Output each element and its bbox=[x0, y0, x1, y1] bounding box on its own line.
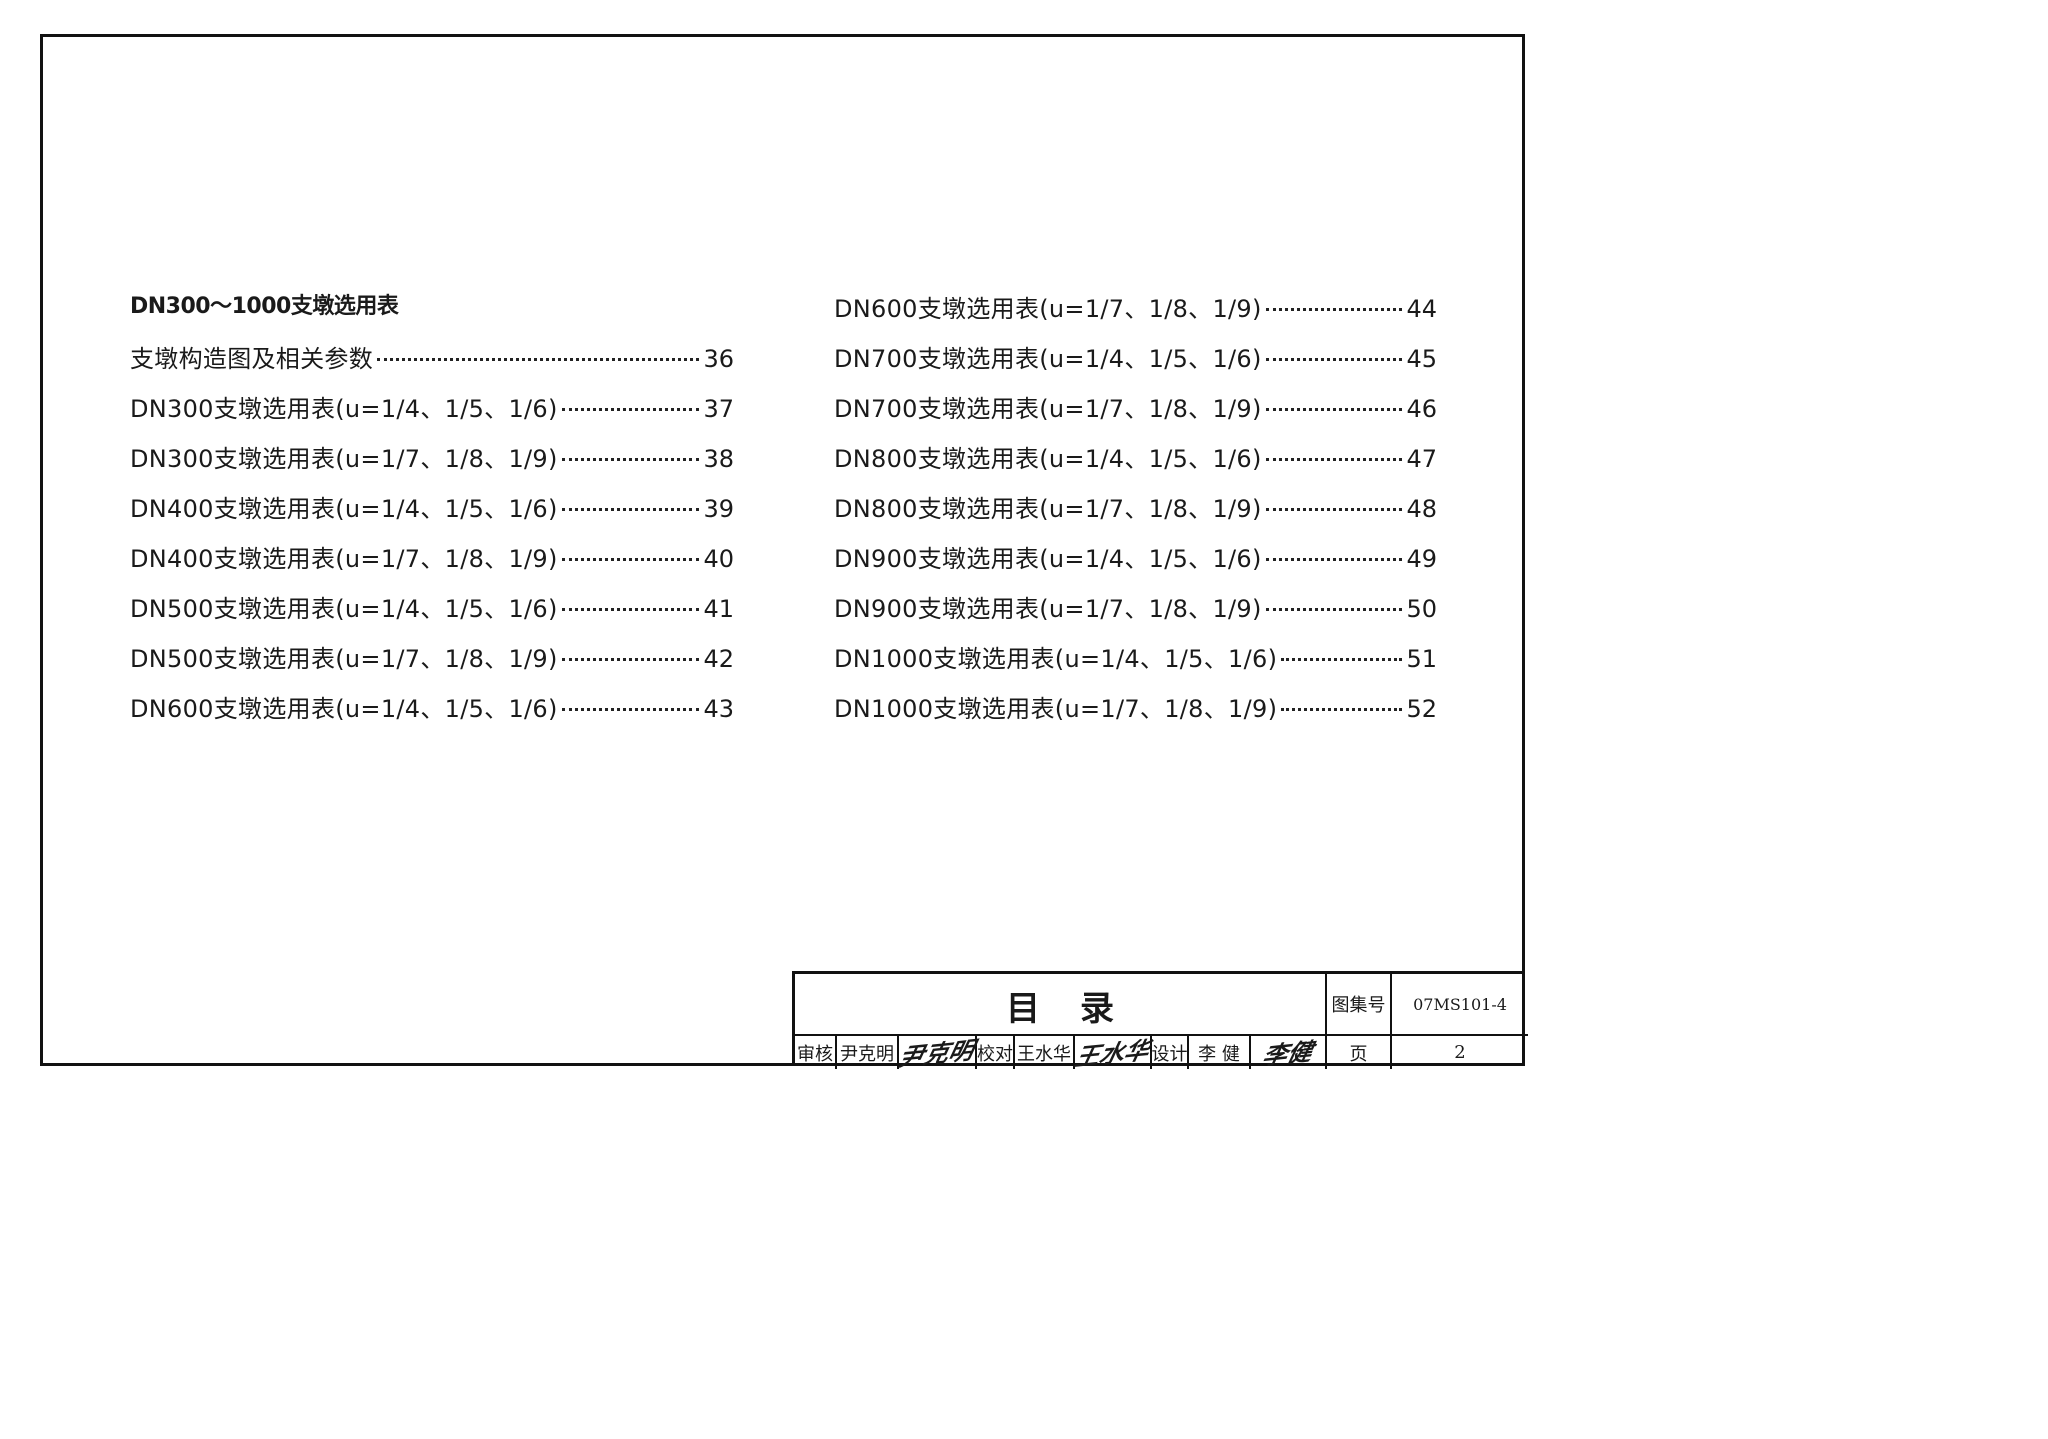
toc-entry-page: 36 bbox=[703, 345, 734, 373]
toc-entry-page: 45 bbox=[1406, 345, 1437, 373]
drawing-frame bbox=[40, 34, 1525, 1066]
title-block-divider bbox=[1073, 1034, 1075, 1069]
toc-entry[interactable]: DN400支墩选用表(u=1/4、1/5、1/6) 39 bbox=[130, 489, 734, 523]
toc-leader-dots bbox=[1265, 308, 1403, 311]
toc-entry[interactable]: DN1000支墩选用表(u=1/4、1/5、1/6) 51 bbox=[834, 639, 1437, 673]
toc-entry[interactable]: DN400支墩选用表(u=1/7、1/8、1/9) 40 bbox=[130, 539, 734, 573]
toc-entry-page: 42 bbox=[703, 645, 734, 673]
toc-entry[interactable]: DN1000支墩选用表(u=1/7、1/8、1/9) 52 bbox=[834, 689, 1437, 723]
page-number: 2 bbox=[1454, 1042, 1466, 1063]
toc-entry-title: DN700支墩选用表(u=1/7、1/8、1/9) bbox=[834, 395, 1262, 423]
toc-entry-title: DN600支墩选用表(u=1/7、1/8、1/9) bbox=[834, 295, 1262, 323]
toc-entry[interactable]: DN600支墩选用表(u=1/7、1/8、1/9) 44 bbox=[834, 289, 1437, 323]
toc-leader-dots bbox=[1265, 458, 1403, 461]
toc-leader-dots bbox=[561, 708, 700, 711]
toc-leader-dots bbox=[1265, 358, 1403, 361]
toc-entry[interactable]: DN600支墩选用表(u=1/4、1/5、1/6) 43 bbox=[130, 689, 734, 723]
page-label: 页 bbox=[1349, 1043, 1368, 1065]
toc-leader-dots bbox=[377, 358, 700, 361]
toc-entry[interactable]: DN800支墩选用表(u=1/7、1/8、1/9) 48 bbox=[834, 489, 1437, 523]
checker-signature: 王水华 bbox=[1071, 1035, 1153, 1072]
title-block-divider bbox=[1390, 974, 1392, 1069]
toc-entry-page: 43 bbox=[703, 695, 734, 723]
toc-entry-page: 50 bbox=[1406, 595, 1437, 623]
toc-entry-page: 38 bbox=[703, 445, 734, 473]
toc-entry-title: DN300支墩选用表(u=1/7、1/8、1/9) bbox=[130, 445, 558, 473]
toc-entry-page: 46 bbox=[1406, 395, 1437, 423]
reviewer-name: 尹克明 bbox=[840, 1043, 894, 1065]
toc-entry-title: DN900支墩选用表(u=1/7、1/8、1/9) bbox=[834, 595, 1262, 623]
check-label: 校对 bbox=[977, 1043, 1013, 1065]
toc-entry-title: DN700支墩选用表(u=1/4、1/5、1/6) bbox=[834, 345, 1262, 373]
toc-entry[interactable]: DN900支墩选用表(u=1/4、1/5、1/6) 49 bbox=[834, 539, 1437, 573]
toc-leader-dots bbox=[561, 608, 700, 611]
toc-leader-dots bbox=[1265, 558, 1403, 561]
toc-leader-dots bbox=[561, 508, 700, 511]
toc-entry-page: 40 bbox=[703, 545, 734, 573]
toc-entry[interactable]: DN300支墩选用表(u=1/4、1/5、1/6) 37 bbox=[130, 389, 734, 423]
toc-entry-page: 44 bbox=[1406, 295, 1437, 323]
toc-entry[interactable]: DN800支墩选用表(u=1/4、1/5、1/6) 47 bbox=[834, 439, 1437, 473]
toc-entry-title: DN1000支墩选用表(u=1/4、1/5、1/6) bbox=[834, 645, 1278, 673]
toc-entry-page: 51 bbox=[1406, 645, 1437, 673]
toc-leader-dots bbox=[1265, 608, 1403, 611]
toc-entry-title: DN900支墩选用表(u=1/4、1/5、1/6) bbox=[834, 545, 1262, 573]
checker-name: 王水华 bbox=[1017, 1043, 1071, 1065]
toc-entry-page: 39 bbox=[703, 495, 734, 523]
atlas-label: 图集号 bbox=[1331, 995, 1386, 1016]
toc-entry-title: DN400支墩选用表(u=1/4、1/5、1/6) bbox=[130, 495, 558, 523]
design-label: 设计 bbox=[1151, 1043, 1188, 1065]
toc-entry-title: DN300支墩选用表(u=1/4、1/5、1/6) bbox=[130, 395, 558, 423]
designer-signature: 李健 bbox=[1259, 1036, 1316, 1071]
toc-entry-title: DN500支墩选用表(u=1/7、1/8、1/9) bbox=[130, 645, 558, 673]
atlas-number: 07MS101-4 bbox=[1413, 994, 1507, 1014]
toc-entry-page: 47 bbox=[1406, 445, 1437, 473]
drawing-title: 目录 bbox=[1006, 988, 1154, 1029]
toc-entry[interactable]: DN500支墩选用表(u=1/4、1/5、1/6) 41 bbox=[130, 589, 734, 623]
toc-leader-dots bbox=[561, 558, 700, 561]
toc-entry[interactable]: DN300支墩选用表(u=1/7、1/8、1/9) 38 bbox=[130, 439, 734, 473]
toc-leader-dots bbox=[561, 408, 700, 411]
title-block-divider bbox=[1187, 1034, 1189, 1069]
toc-entry[interactable]: DN900支墩选用表(u=1/7、1/8、1/9) 50 bbox=[834, 589, 1437, 623]
title-block-divider bbox=[795, 1034, 1528, 1036]
toc-leader-dots bbox=[561, 458, 700, 461]
toc-entry[interactable]: DN700支墩选用表(u=1/4、1/5、1/6) 45 bbox=[834, 339, 1437, 373]
toc-leader-dots bbox=[1265, 508, 1403, 511]
reviewer-signature: 尹克明 bbox=[896, 1035, 977, 1072]
toc-entry-page: 48 bbox=[1406, 495, 1437, 523]
title-block-divider bbox=[897, 1034, 899, 1069]
toc-leader-dots bbox=[1281, 708, 1403, 711]
toc-entry-title: DN800支墩选用表(u=1/7、1/8、1/9) bbox=[834, 495, 1262, 523]
section-heading: DN300～1000支墩选用表 bbox=[130, 294, 399, 319]
title-block-divider bbox=[975, 1034, 977, 1069]
toc-entry-page: 52 bbox=[1406, 695, 1437, 723]
toc-entry-page: 37 bbox=[703, 395, 734, 423]
toc-entry-title: DN1000支墩选用表(u=1/7、1/8、1/9) bbox=[834, 695, 1278, 723]
review-label: 审核 bbox=[797, 1043, 833, 1065]
toc-entry-title: DN800支墩选用表(u=1/4、1/5、1/6) bbox=[834, 445, 1262, 473]
toc-entry-title: 支墩构造图及相关参数 bbox=[130, 345, 373, 373]
title-block-divider bbox=[1013, 1034, 1015, 1069]
toc-entry[interactable]: DN700支墩选用表(u=1/7、1/8、1/9) 46 bbox=[834, 389, 1437, 423]
toc-entry-page: 41 bbox=[703, 595, 734, 623]
toc-entry-title: DN500支墩选用表(u=1/4、1/5、1/6) bbox=[130, 595, 558, 623]
toc-entry-title: DN600支墩选用表(u=1/4、1/5、1/6) bbox=[130, 695, 558, 723]
title-block-divider bbox=[1325, 974, 1327, 1069]
title-block-divider bbox=[835, 1034, 837, 1069]
toc-entry[interactable]: DN500支墩选用表(u=1/7、1/8、1/9) 42 bbox=[130, 639, 734, 673]
toc-entry-title: DN400支墩选用表(u=1/7、1/8、1/9) bbox=[130, 545, 558, 573]
toc-leader-dots bbox=[1265, 408, 1403, 411]
toc-entry-page: 49 bbox=[1406, 545, 1437, 573]
designer-name: 李 健 bbox=[1198, 1043, 1240, 1065]
title-block-divider bbox=[1249, 1034, 1251, 1069]
toc-entry[interactable]: 支墩构造图及相关参数 36 bbox=[130, 339, 734, 373]
toc-leader-dots bbox=[1281, 658, 1403, 661]
title-block: 目录 图集号 07MS101-4 页 2 审核 尹克明 尹克明 校对 王水华 王… bbox=[792, 971, 1528, 1072]
title-block-divider bbox=[1150, 1034, 1152, 1069]
toc-leader-dots bbox=[561, 658, 700, 661]
